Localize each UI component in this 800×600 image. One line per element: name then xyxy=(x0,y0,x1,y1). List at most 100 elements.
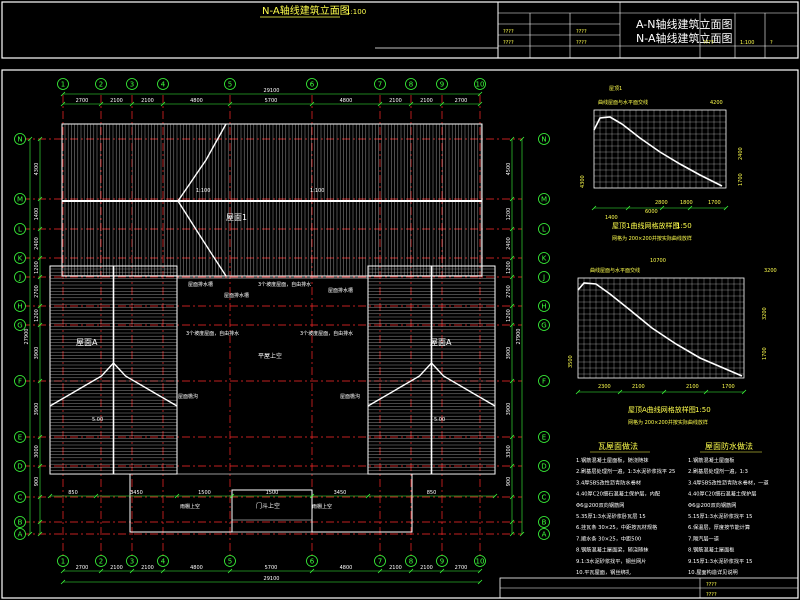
axis-bubble-col-label: 8 xyxy=(409,558,413,566)
axis-bubble-col-label: 1 xyxy=(61,81,65,89)
top-dim-label: 2100 xyxy=(389,98,402,104)
sec2-dim: 2100 xyxy=(632,384,645,390)
top-dim-tick xyxy=(98,101,104,107)
axis-bubble-col-label: 8 xyxy=(409,81,413,89)
axis-bubble-row-label: E xyxy=(542,434,546,442)
ridge-label: 1:100 xyxy=(310,188,324,194)
top-dim-tick xyxy=(377,101,383,107)
right-dim-tick xyxy=(509,434,515,440)
bottom-dim-tick xyxy=(408,568,414,574)
left-total-dim-label: 27900 xyxy=(24,329,30,345)
right-dim-label: 1200 xyxy=(506,261,512,274)
top-frame xyxy=(1,1,799,59)
left-dim-label: 1200 xyxy=(34,261,40,274)
sec2-note: 网格为 200×200并按实际曲线放样 xyxy=(628,419,708,426)
bottom-dim-label: 2100 xyxy=(110,565,123,571)
axis-bubble-col-label: 4 xyxy=(161,558,166,566)
top-dim-label: 5700 xyxy=(265,98,278,104)
sec2-scale: 1:50 xyxy=(695,406,711,414)
axis-bubble-col-label: 1 xyxy=(61,558,65,566)
bottom-mark: ???? xyxy=(706,592,717,598)
porch-label: 雨棚上空 xyxy=(312,503,332,510)
bottom-mark: ???? xyxy=(706,582,717,588)
axis-bubble-col xyxy=(224,555,236,567)
top-dim-label: 2700 xyxy=(76,98,89,104)
axis-bubble-row xyxy=(14,223,26,235)
bottom-dim-tick xyxy=(98,568,104,574)
left-total-dim-tick xyxy=(27,531,33,537)
slope-value: 5.00 xyxy=(92,417,103,423)
notes-left-line: 9.1:3水泥砂浆找平，钢丝网片 xyxy=(576,557,646,565)
right-dim-tick xyxy=(509,136,515,142)
notes-left-line: 8.钢筋混凝土屋面梁，随浇随抹 xyxy=(576,546,649,554)
right-dim-label: 1200 xyxy=(506,208,512,221)
sec1-dim: 1800 xyxy=(680,200,693,206)
axis-bubble-row xyxy=(14,431,26,443)
gutter-label: 屋面排水槽 xyxy=(188,281,213,288)
left-dim-tick xyxy=(37,519,43,525)
top-title: N-A轴线建筑立面图 xyxy=(262,4,350,17)
axis-bubble-row-label: M xyxy=(541,196,547,204)
bottom-total-dim-tick xyxy=(60,579,66,585)
sec1-top-mark: 4200 xyxy=(710,100,723,106)
top-dim-tick xyxy=(227,101,233,107)
axis-bubble-col xyxy=(95,78,107,90)
slope-label: 3个坡度屋面，自由排水 xyxy=(258,281,311,288)
axis-bubble-row xyxy=(14,319,26,331)
notes-left-line: 4.40厚C20细石混凝土保护层，内配 xyxy=(576,490,661,498)
left-dim-tick xyxy=(37,322,43,328)
right-dim-tick xyxy=(509,378,515,384)
left-dim-label: 1400 xyxy=(34,208,40,221)
axis-bubble-row xyxy=(538,133,550,145)
axis-bubble-col xyxy=(57,78,69,90)
slope-label: 3个坡度屋面，自由排水 xyxy=(300,330,353,337)
porch-dim-tick xyxy=(229,493,235,499)
axis-bubble-row xyxy=(14,300,26,312)
axis-bubble-col-label: 6 xyxy=(310,81,315,89)
section-curve xyxy=(577,282,743,377)
tb-mark: ???? xyxy=(503,40,514,46)
top-dim-label: 4800 xyxy=(340,98,353,104)
axis-bubble-row-label: J xyxy=(542,274,545,282)
notes-right-line: 3.4厚SBS改性沥青防水卷材，一道 xyxy=(688,478,769,486)
section-2-grid xyxy=(575,277,747,395)
slope-label: 3个坡度屋面，自由排水 xyxy=(186,330,239,337)
right-total-dim-tick xyxy=(519,136,525,142)
top-dim-label: 2100 xyxy=(141,98,154,104)
sec2-dim: 2100 xyxy=(686,384,699,390)
axis-bubble-col xyxy=(126,78,138,90)
top-dim-tick xyxy=(439,101,445,107)
axis-bubble-row-label: D xyxy=(541,463,546,471)
notes-right-line: 7.隔汽层一道 xyxy=(688,534,719,542)
sec1-dim-right: 2400 xyxy=(738,147,744,160)
left-dim-label: 2700 xyxy=(34,285,40,298)
axis-bubble-row xyxy=(14,193,26,205)
left-dim-label: 1200 xyxy=(34,309,40,322)
sec2-dim: 2300 xyxy=(598,384,611,390)
axis-bubble-row xyxy=(538,491,550,503)
left-dim-tick xyxy=(37,378,43,384)
sec2-dim: 1700 xyxy=(722,384,735,390)
tb-mark: ???? xyxy=(503,29,514,35)
axis-bubble-row-label: G xyxy=(541,322,546,330)
top-dim-tick xyxy=(160,101,166,107)
notes-left-line: 1.钢筋混凝土屋面板，随浇随抹 xyxy=(576,456,649,464)
axis-bubble-row xyxy=(538,193,550,205)
axis-bubble-col xyxy=(405,555,417,567)
axis-bubble-col-label: 3 xyxy=(130,558,134,566)
right-dim-label: 4500 xyxy=(506,163,512,176)
axis-bubble-col-label: 10 xyxy=(476,558,485,566)
right-total-dim-tick xyxy=(519,531,525,537)
right-dim-tick xyxy=(509,303,515,309)
porch-label: 雨棚上空 xyxy=(180,503,200,510)
axis-bubble-row xyxy=(14,271,26,283)
sec2-caption: 屋顶A曲线网格放样图 xyxy=(628,405,696,414)
top-dim-tick xyxy=(408,101,414,107)
gutter-label: 屋面排水槽 xyxy=(328,287,353,294)
bottom-total-dim-tick xyxy=(477,579,483,585)
porch-dim-label: 850 xyxy=(68,490,78,496)
gutter-label: 屋面排水槽 xyxy=(224,292,249,299)
